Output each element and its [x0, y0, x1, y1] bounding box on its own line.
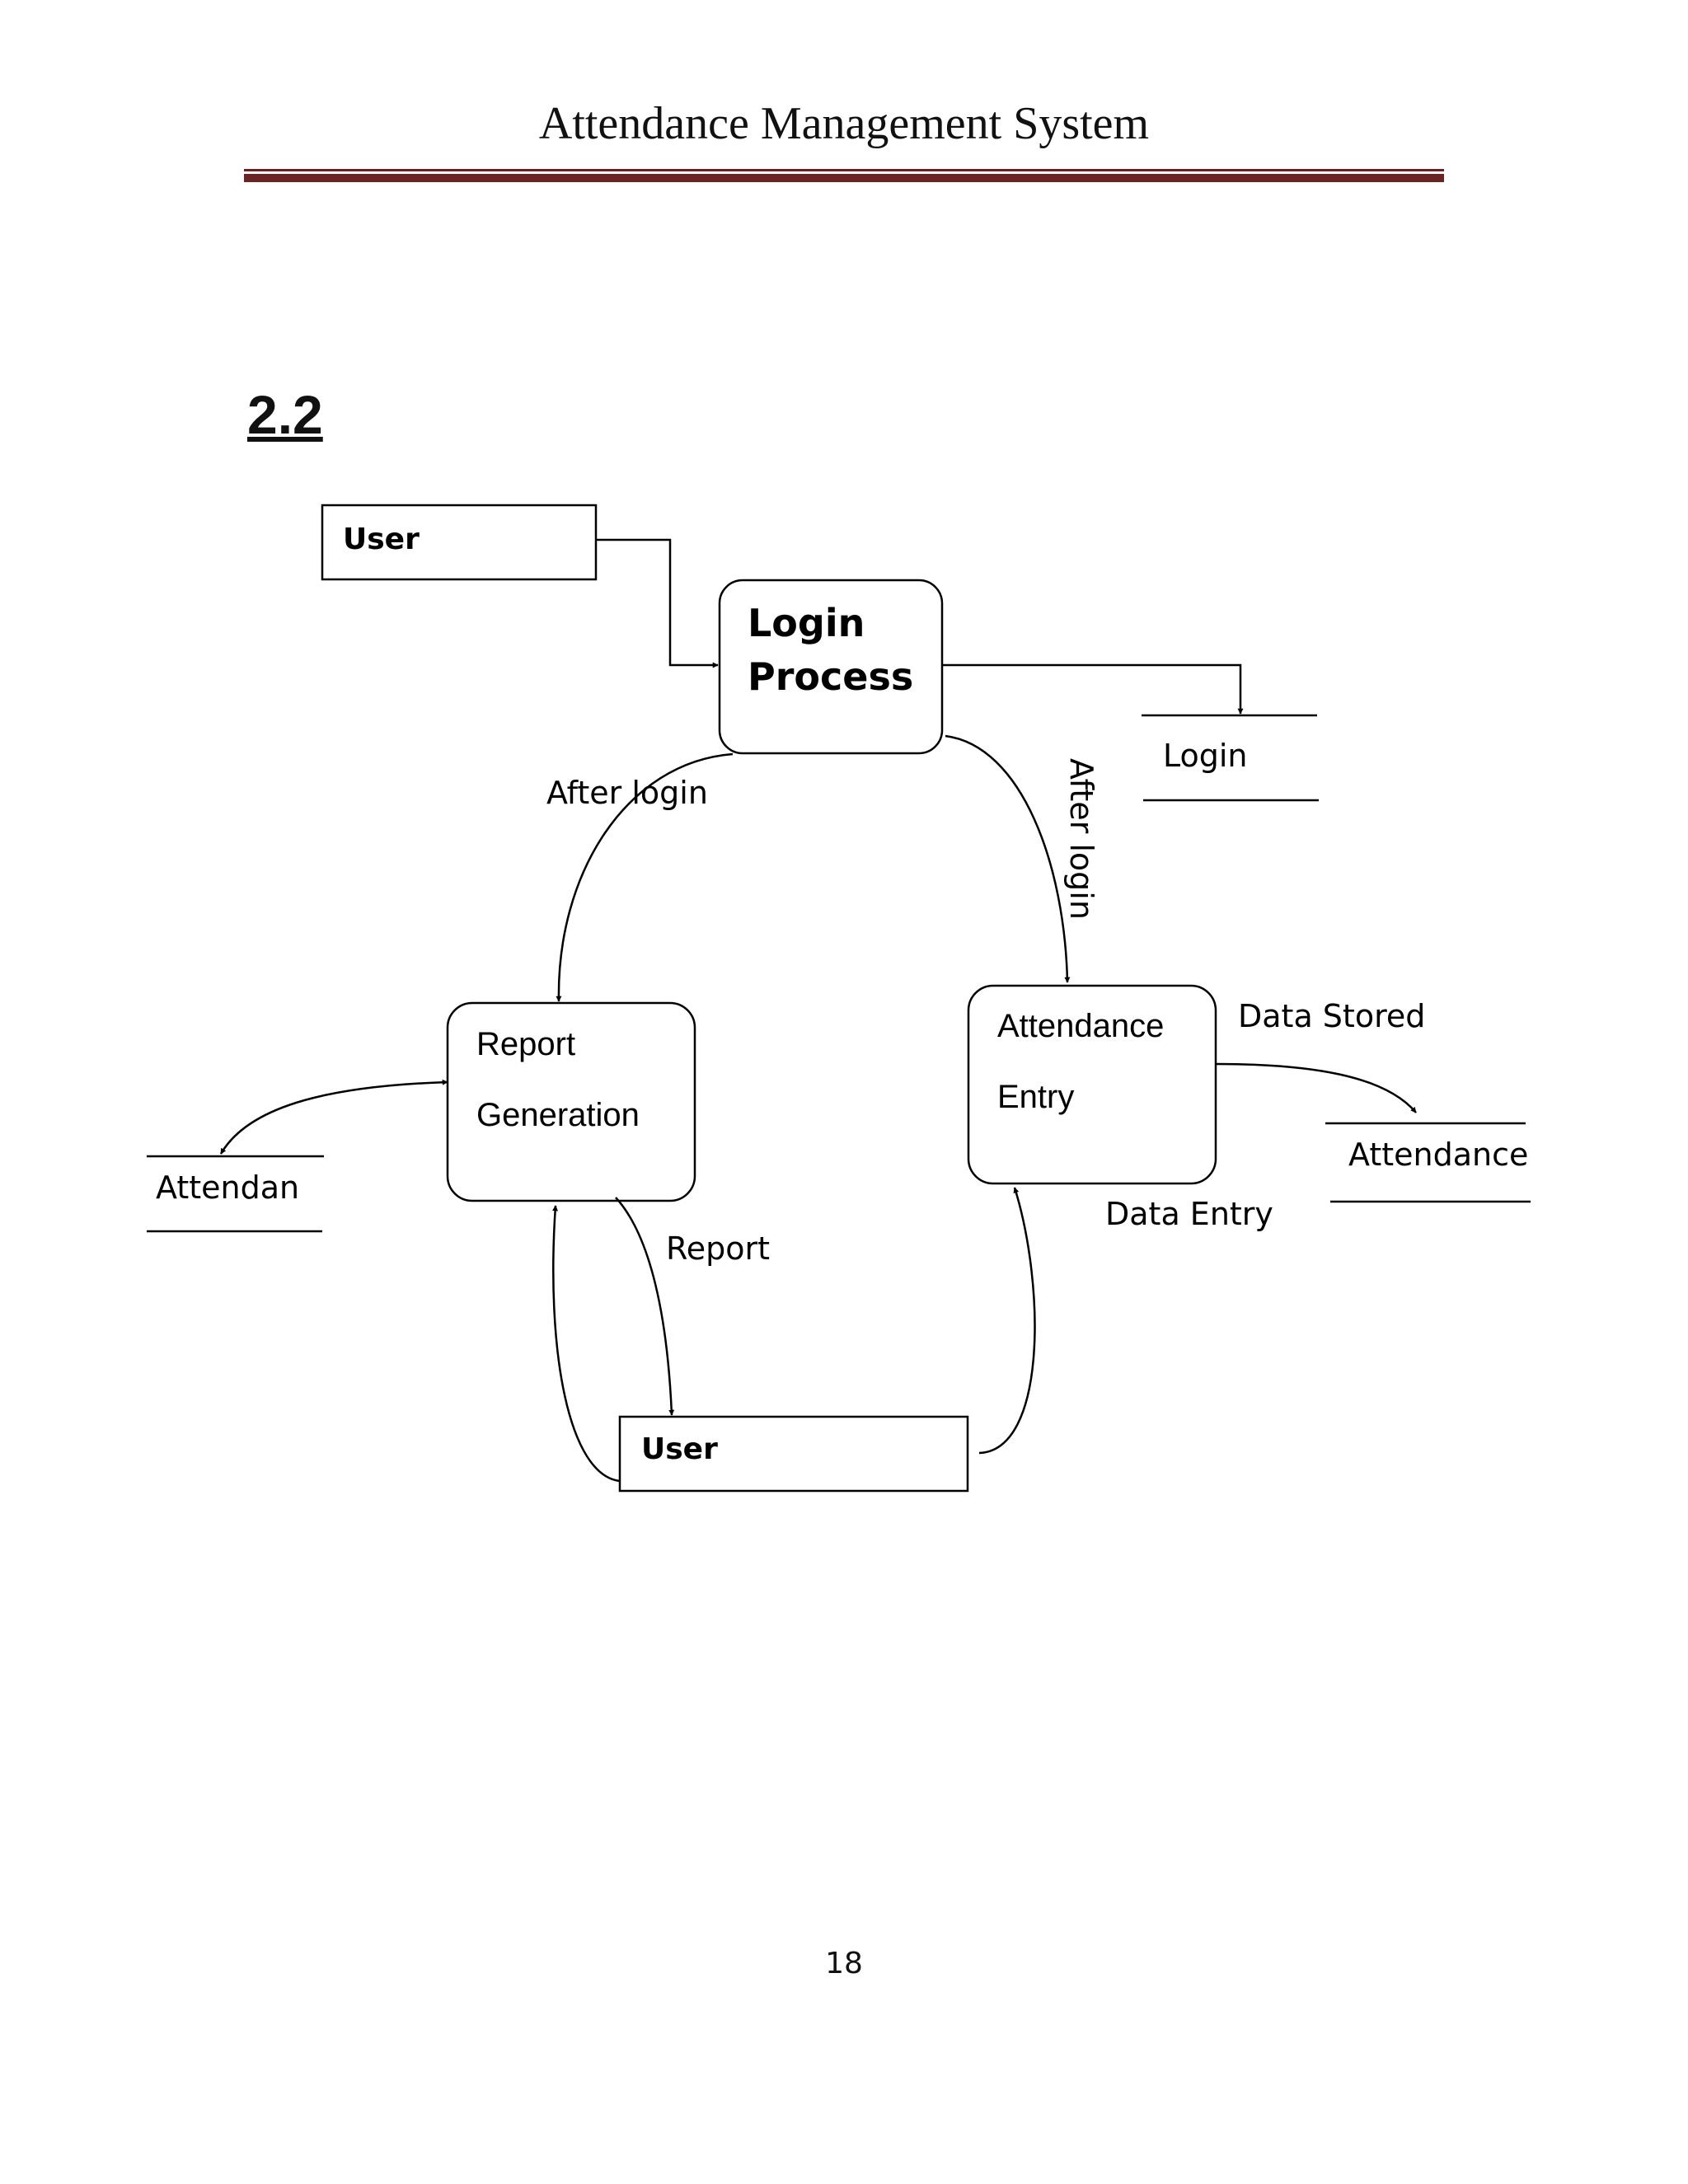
- page-header-title: Attendance Management System: [538, 98, 1150, 149]
- user-entity-top-label: User: [343, 523, 420, 556]
- flow-data-stored-label: Data Stored: [1238, 998, 1425, 1034]
- login-process: [718, 579, 944, 755]
- attendance-entry-label-line1: Attendance: [997, 1008, 1164, 1044]
- attendan-store-label: Attendan: [156, 1169, 299, 1206]
- header-rule-thin: [244, 169, 1444, 171]
- flow-user-to-report: [552, 1205, 621, 1483]
- page-number: 18: [825, 1947, 863, 1980]
- flow-login-to-report: [556, 752, 734, 1002]
- login-process-label-line2: Process: [748, 654, 913, 699]
- login-process-label-line1: Login: [748, 601, 865, 645]
- flow-report-label: Report: [666, 1230, 770, 1267]
- flow-attendance-to-store: [1215, 1062, 1417, 1113]
- attendance-store-label: Attendance: [1348, 1137, 1528, 1173]
- flow-after-login-right-label: After login: [1063, 758, 1100, 920]
- report-generation-label-line2: Generation: [476, 1097, 640, 1133]
- user-entity-bottom: [618, 1415, 969, 1493]
- attendance-entry-label-line2: Entry: [997, 1079, 1074, 1115]
- flow-login-to-attendance: [945, 734, 1071, 983]
- attendance-entry-process: [967, 984, 1217, 1185]
- user-entity-bottom-label: User: [641, 1432, 718, 1466]
- header-rule-thick: [244, 174, 1444, 182]
- flow-user-to-login: [596, 538, 719, 668]
- flow-after-login-left-label: After login: [546, 775, 708, 811]
- flow-report-to-user: [615, 1197, 675, 1416]
- user-entity-top: [321, 504, 598, 581]
- flow-user-to-attendance: [978, 1187, 1036, 1455]
- login-store-label: Login: [1163, 738, 1248, 774]
- report-generation-label-line1: Report: [476, 1026, 575, 1062]
- flow-report-attendan-store: [219, 1079, 448, 1155]
- flow-login-to-store: [942, 663, 1244, 715]
- flow-data-entry-label: Data Entry: [1105, 1196, 1273, 1232]
- section-number: 2.2: [247, 384, 323, 445]
